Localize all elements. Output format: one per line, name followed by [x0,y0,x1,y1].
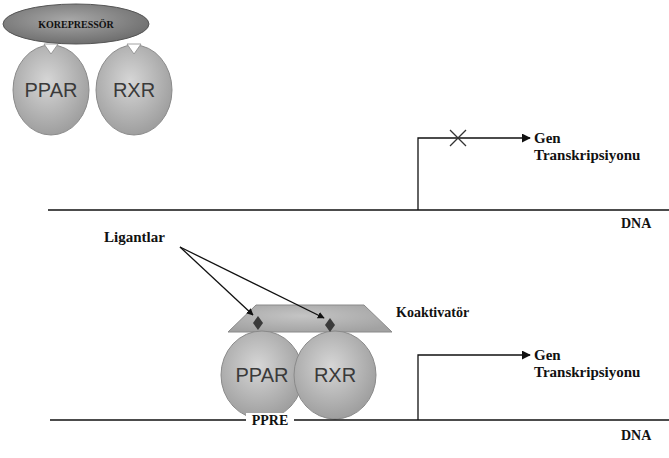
transcription-arrow [418,355,530,420]
leader-arrow [180,247,324,318]
node-label: RXR [314,364,356,387]
binding-notch [44,44,58,54]
receptor-oval: RXR [95,44,173,136]
shape-fill [228,305,392,332]
node-label: PPAR [25,79,78,102]
dna-strand [48,209,669,211]
shape-fill [294,331,376,419]
receptor-oval: RXR [293,330,377,420]
node-label: KOREPRESSÖR [38,19,114,30]
coactivator-trapezoid: Koaktivatör [228,305,392,332]
transcription-arrow [418,138,530,210]
dna-strand [50,419,669,421]
corepressor-ellipse: KOREPRESSÖR [2,3,150,45]
shape-fill [13,45,89,135]
coactivator-trapezoid-outline [228,305,392,332]
block-cross [450,130,466,146]
dna-label: DNA [621,428,665,443]
node-label: PPAR [236,364,289,387]
transcription-label: Gen Transkripsiyonu [534,130,664,163]
transcription-label: Gen Transkripsiyonu [534,347,664,380]
ligand-label: Ligantlar [104,229,184,246]
shape-fill [96,45,172,135]
shape-fill [3,4,149,44]
leader-arrow [180,247,253,315]
receptor-oval: PPAR [12,44,90,136]
node-heading: Koaktivatör [396,305,469,321]
response-element-label: PPRE [246,413,294,428]
binding-notch [127,44,141,54]
dna-label: DNA [621,216,665,231]
node-label: RXR [113,79,155,102]
shape-fill [221,331,303,419]
receptor-oval: PPAR [220,330,304,420]
